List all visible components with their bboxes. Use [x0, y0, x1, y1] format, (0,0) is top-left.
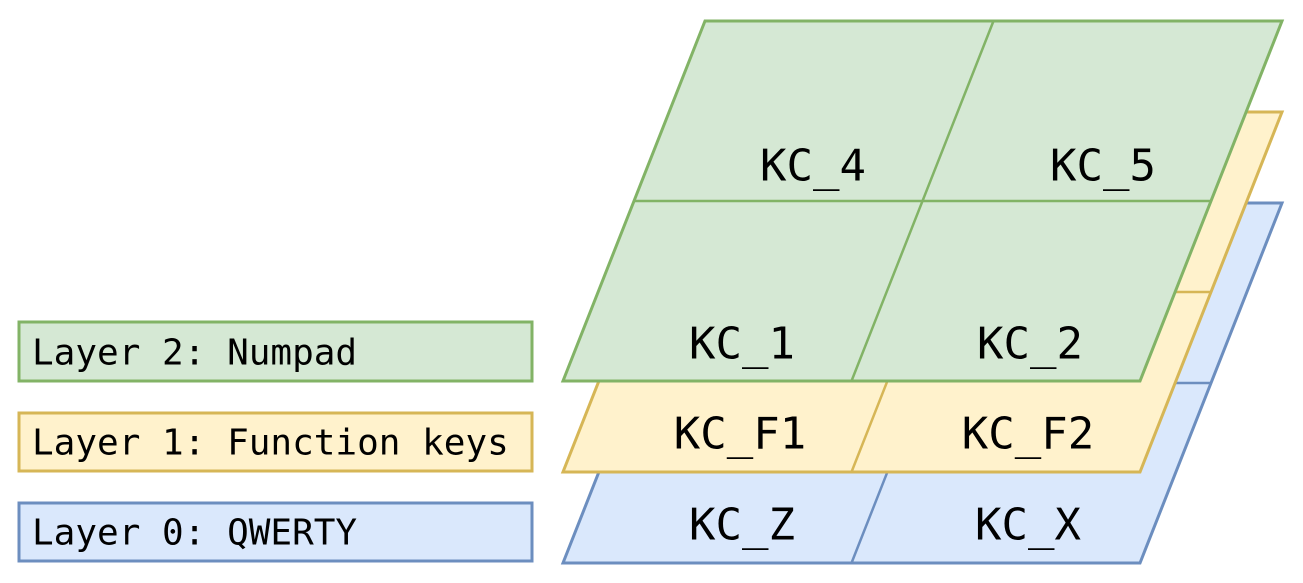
legend-label-layer0: Layer 0: QWERTY — [32, 513, 357, 554]
legend-label-layer2: Layer 2: Numpad — [32, 333, 357, 374]
key-label-kc-2: KC_2 — [977, 319, 1083, 370]
key-label-kc-z: KC_Z — [689, 500, 795, 551]
key-label-kc-f2: KC_F2 — [962, 409, 1094, 460]
legend-item-layer0: Layer 0: QWERTY — [17, 501, 534, 563]
layer2-grid-lines — [634, 20, 1211, 382]
legend-box-layer1 — [17, 411, 534, 473]
legend-item-layer2: Layer 2: Numpad — [17, 320, 534, 383]
key-label-kc-4: KC_4 — [760, 141, 866, 192]
key-label-kc-x: KC_X — [975, 500, 1081, 551]
key-label-kc-5: KC_5 — [1050, 141, 1156, 192]
key-label-kc-f1: KC_F1 — [674, 409, 806, 460]
legend-box-layer2 — [17, 320, 534, 383]
legend: Layer 2: Numpad Layer 1: Function keys L… — [17, 320, 534, 563]
legend-box-layer0 — [17, 501, 534, 563]
legend-label-layer1: Layer 1: Function keys — [32, 423, 509, 464]
layer2-sheet: KC_4 KC_5 KC_1 KC_2 — [560, 19, 1285, 383]
key-label-kc-1: KC_1 — [689, 319, 795, 370]
legend-item-layer1: Layer 1: Function keys — [17, 411, 534, 473]
